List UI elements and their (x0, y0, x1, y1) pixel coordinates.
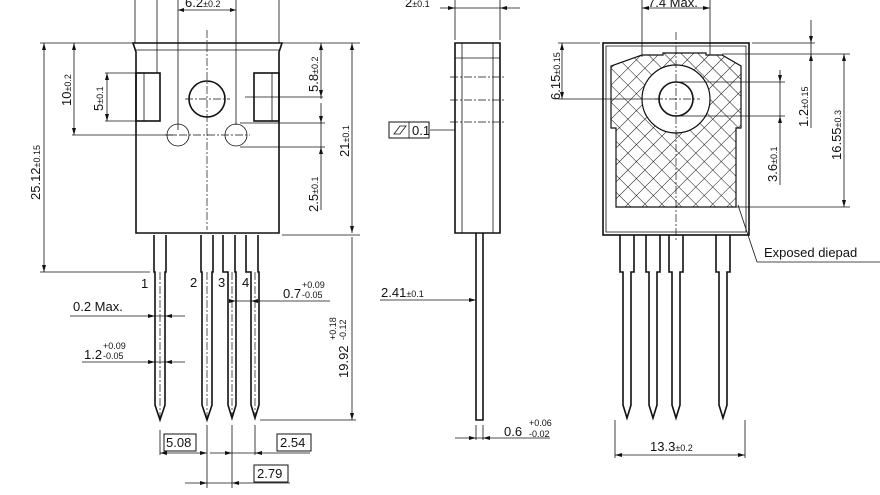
dim-2: 2±0.1 (405, 0, 430, 10)
dim-5-8: 5.8±0.2 (306, 56, 321, 92)
dim-0-7-tol-plus: +0.09 (302, 280, 325, 290)
dim-19-92-tol-minus: -0.12 (338, 319, 348, 340)
dim-0-2-max: 0.2 Max. (73, 299, 123, 314)
dim-16-55: 16.55±0.3 (829, 110, 844, 160)
lead-4 (245, 235, 260, 421)
dim-10: 10±0.2 (59, 74, 74, 106)
flatness-symbol-icon (393, 125, 407, 135)
dim-2-79: 2.79 (257, 466, 282, 481)
dim-0-7: 0.7 (283, 286, 301, 301)
flatness-value: 0.1 (412, 123, 430, 138)
front-view: 1 2 3 4 (28, 0, 360, 488)
dim-13-3: 13.3±0.2 (650, 439, 693, 454)
dim-6-2: 6.2±0.2 (185, 0, 221, 10)
front-body-outline (131, 42, 284, 234)
dim-0-6-tol-minus: -0.02 (529, 429, 550, 439)
dim-19-92-tol-plus: +0.18 (328, 317, 338, 340)
pin-label-1: 1 (141, 276, 148, 291)
dim-2-41: 2.41±0.1 (381, 285, 424, 300)
dim-19-92: 19.92 (336, 345, 351, 378)
dim-5-08: 5.08 (166, 435, 191, 450)
dim-0-6-tol-plus: +0.06 (529, 418, 552, 428)
pin-label-3: 3 (218, 275, 225, 290)
dim-25-12: 25.12±0.15 (28, 145, 43, 200)
dim-2-54: 2.54 (280, 435, 305, 450)
dim-0-6: 0.6 (504, 424, 522, 439)
left-tab (135, 72, 161, 122)
pin-label-2: 2 (190, 275, 197, 290)
leads (153, 235, 260, 423)
dim-6-15: 6.15±0.15 (548, 52, 563, 100)
dim-7-4-max: 7.4 Max. (648, 0, 698, 10)
dim-3-6: 3.6±0.1 (765, 146, 780, 182)
exposed-diepad-callout: Exposed diepad (764, 245, 857, 260)
dim-1-2-pad: 1.2±0.15 (796, 86, 811, 127)
lead-3 (222, 235, 237, 421)
lead-1 (153, 235, 167, 423)
lead-2 (200, 235, 214, 423)
side-body-outline (454, 42, 501, 234)
side-view: 2±0.1 0.1 2.41±0.1 0.6 +0.06 -0.02 (380, 0, 552, 440)
back-leads (619, 235, 731, 421)
dim-1-2: 1.2 (84, 347, 102, 362)
side-lead (475, 233, 484, 421)
dim-1-2-tol-minus: -0.05 (103, 351, 124, 361)
dim-0-7-tol-minus: -0.05 (302, 290, 323, 300)
dim-2-5: 2.5±0.1 (306, 176, 321, 212)
pin-label-4: 4 (242, 275, 249, 290)
dim-5: 5±0.1 (91, 86, 106, 111)
dim-1-2-tol-plus: +0.09 (103, 341, 126, 351)
back-view: 7.4 Max. 6.15±0.15 1.2±0.15 16.55±0.3 3.… (548, 0, 880, 458)
dim-21: 21±0.1 (337, 125, 352, 157)
